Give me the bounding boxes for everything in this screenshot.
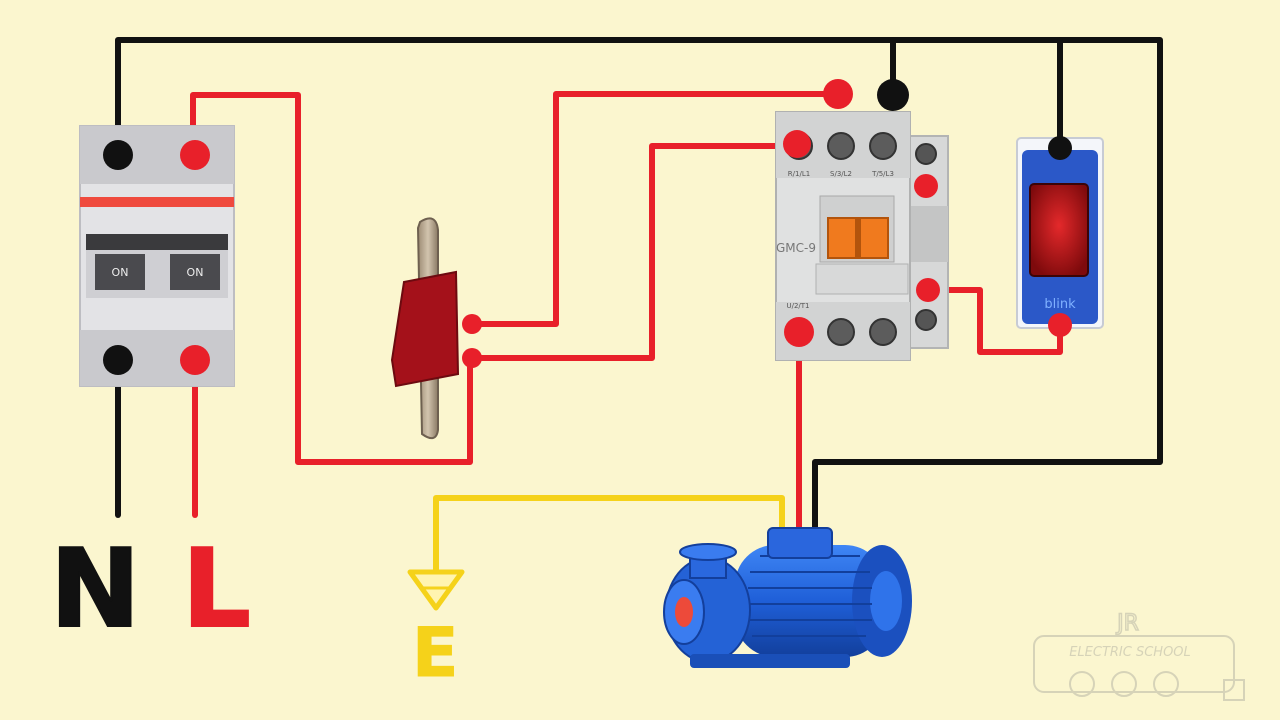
contactor-aux-screw-bottom: [915, 309, 937, 331]
pump-motor-endcap-hub: [870, 571, 902, 631]
breaker-terminal-bottom-neutral: [103, 345, 133, 375]
contactor-terminal-coil-neutral: [877, 79, 909, 111]
contactor-screw-top-2: [827, 132, 855, 160]
switch-rocker[interactable]: [390, 270, 460, 388]
contactor-actuator-slot: [855, 218, 861, 258]
water-pump-motor: [663, 527, 912, 668]
switch-terminal-2: [462, 348, 482, 368]
contactor-terminal-label-1: R/1/L1: [788, 170, 810, 178]
label-neutral: N: [50, 527, 140, 652]
breaker-terminal-bottom-line: [180, 345, 210, 375]
contactor-aux-terminal-in: [914, 174, 938, 198]
breaker-switch-right-label: ON: [187, 266, 204, 279]
earth-arrow-icon: [407, 569, 465, 611]
contactor-aux-screw-top: [915, 143, 937, 165]
contactor-model: GMC-9: [776, 241, 816, 255]
contactor-terminal-label-bottom: U/2/T1: [786, 302, 809, 310]
contactor-terminal-motor-out: [784, 317, 814, 347]
line-wire-switch-contactor-l1: [469, 91, 841, 327]
switch-terminal-1: [462, 314, 482, 334]
breaker-red-stripe: [80, 197, 234, 207]
breaker-switch-right[interactable]: [170, 254, 220, 290]
breaker-terminal-top-neutral: [103, 140, 133, 170]
contactor-terminal-l1-dot: [823, 79, 853, 109]
contactor: R/1/L1 S/3/L2 T/5/L3 U/2/T1 GMC-9: [775, 79, 949, 361]
label-line: L: [182, 527, 251, 652]
contactor-terminal-coil-line: [783, 130, 811, 158]
watermark-logo: JR: [1115, 611, 1139, 636]
contactor-aux-terminal-out: [916, 278, 940, 302]
contactor-screw-bottom-2: [827, 318, 855, 346]
circuit-breaker: ON ON: [79, 125, 235, 387]
indicator-lamp: blink: [1016, 136, 1104, 337]
indicator-terminal-line: [1048, 313, 1072, 337]
contactor-screw-bottom-3: [869, 318, 897, 346]
pump-cooling-fins: [748, 555, 872, 637]
neutral-wire-top: [115, 37, 1163, 535]
contactor-terminal-label-3: T/5/L3: [871, 170, 894, 178]
pump-outlet-flange: [679, 543, 737, 561]
rocker-switch: [390, 217, 482, 440]
watermark-text: ELECTRIC SCHOOL: [1069, 645, 1191, 660]
breaker-bottom-terminal-block: [80, 330, 234, 386]
earth-symbol: [407, 569, 465, 611]
wires: [115, 37, 1163, 578]
watermark-socket-1: [1069, 671, 1095, 697]
contactor-aux-divider: [906, 206, 948, 262]
label-earth: E: [412, 614, 458, 693]
watermark-plug-icon: [1223, 664, 1245, 701]
line-wire-indicator: [925, 287, 1063, 355]
breaker-switch-left[interactable]: [95, 254, 145, 290]
earth-wire: [433, 495, 785, 578]
pump-inlet-hole: [675, 597, 693, 627]
indicator-brand: blink: [1044, 297, 1076, 312]
watermark: JR ELECTRIC SCHOOL: [1033, 610, 1245, 701]
breaker-terminal-top-line: [180, 140, 210, 170]
contactor-terminal-label-2: S/3/L2: [830, 170, 852, 178]
pump-base: [690, 654, 850, 668]
contactor-lower-panel: [815, 263, 909, 295]
breaker-handle-bar: [86, 234, 228, 250]
indicator-lens: [1029, 183, 1089, 277]
pump-terminal-box: [767, 527, 833, 559]
breaker-switch-left-label: ON: [112, 266, 129, 279]
line-wire-switch-contactor-coil: [469, 143, 798, 361]
line-wire-breaker-switch: [190, 92, 473, 465]
watermark-socket-3: [1153, 671, 1179, 697]
watermark-socket-2: [1111, 671, 1137, 697]
indicator-terminal-neutral: [1048, 136, 1072, 160]
contactor-screw-top-3: [869, 132, 897, 160]
